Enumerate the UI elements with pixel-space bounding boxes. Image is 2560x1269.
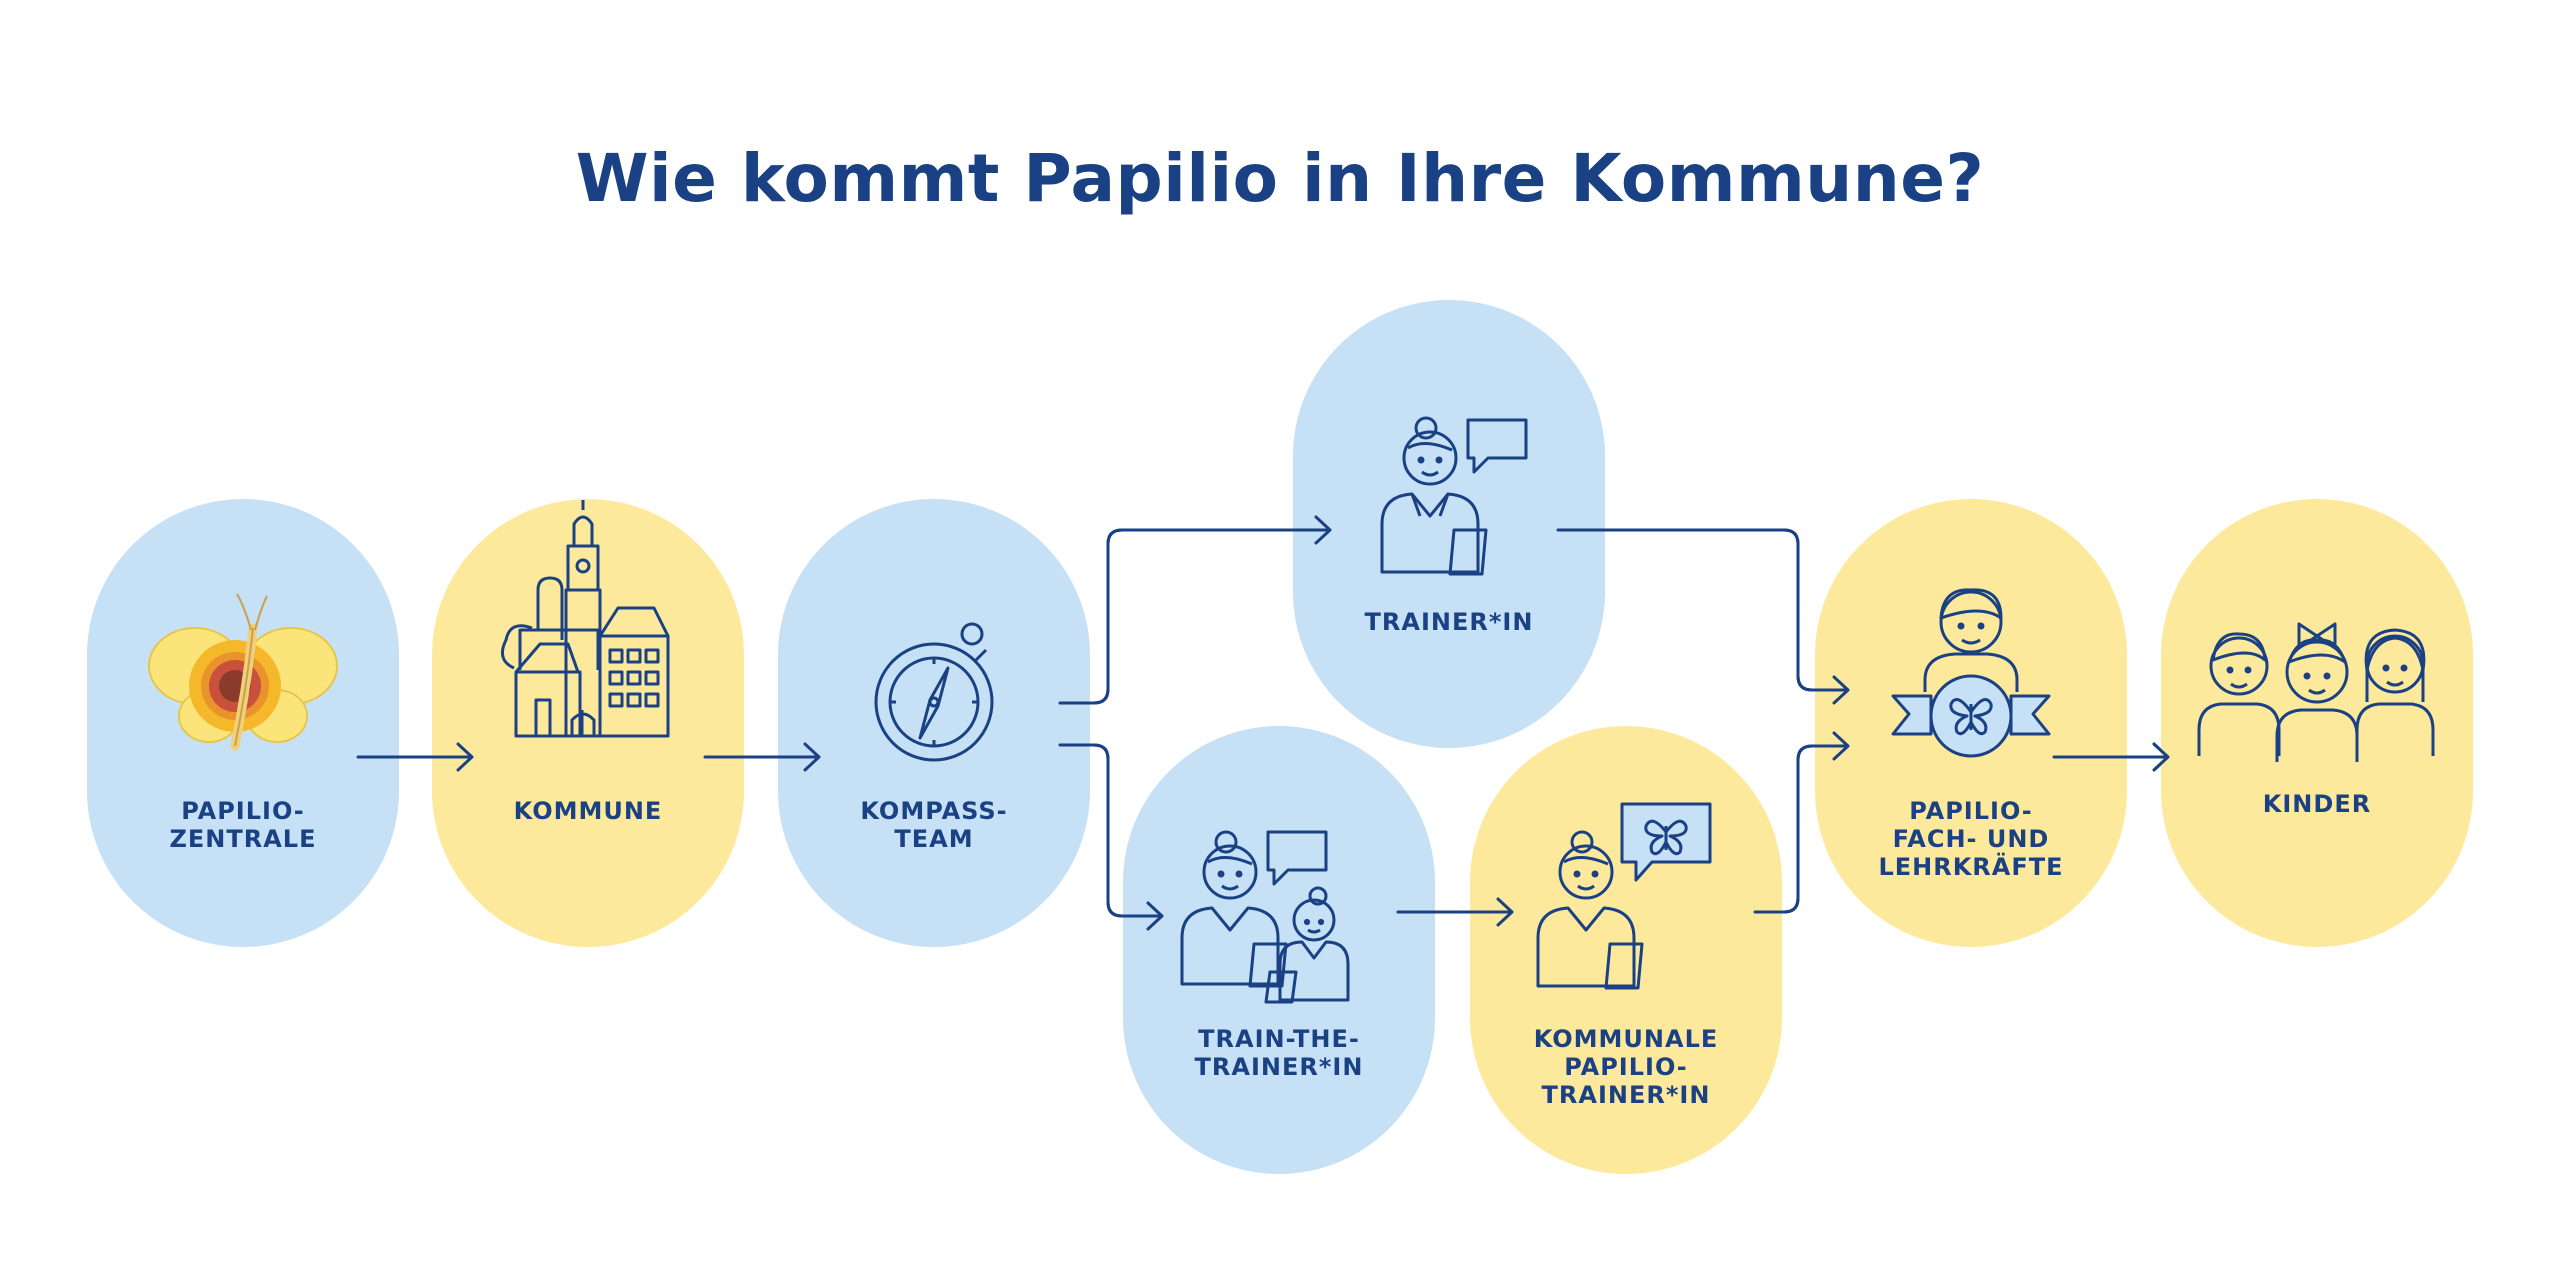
node-label-train-the-trainer-in: TRAIN-THE- TRAINER*IN xyxy=(1194,1025,1364,1081)
node-capsule-trainer-in xyxy=(1293,300,1605,748)
compass-icon xyxy=(874,622,994,762)
node-label-papilio-fach-und-lehrkraefte: PAPILIO- FACH- UND LEHRKRÄFTE xyxy=(1878,797,2064,881)
page-title: Wie kommt Papilio in Ihre Kommune? xyxy=(575,140,1985,217)
children-icon xyxy=(2197,622,2435,762)
teacher-badge-icon xyxy=(1891,588,2051,758)
two-trainers-icon xyxy=(1180,830,1350,1004)
node-capsule-kinder xyxy=(2161,499,2473,947)
node-label-kommunale-papilio-trainer-in: KOMMUNALE PAPILIO- TRAINER*IN xyxy=(1533,1025,1719,1109)
butterfly-logo-icon xyxy=(148,593,338,751)
node-label-kommune: KOMMUNE xyxy=(513,797,663,825)
node-capsule-kompass-team xyxy=(778,499,1090,947)
node-label-papilio-zentrale: PAPILIO- ZENTRALE xyxy=(169,797,317,853)
node-label-kompass-team: KOMPASS- TEAM xyxy=(860,797,1008,853)
connector-kompass-trainer xyxy=(1058,515,1332,705)
node-label-kinder: KINDER xyxy=(2262,790,2372,818)
trainer-butterfly-icon xyxy=(1536,802,1712,990)
trainer-icon xyxy=(1380,416,1528,576)
node-capsule-kommune xyxy=(432,499,744,947)
town-icon xyxy=(500,500,670,738)
node-label-trainer-in: TRAINER*IN xyxy=(1364,608,1534,636)
